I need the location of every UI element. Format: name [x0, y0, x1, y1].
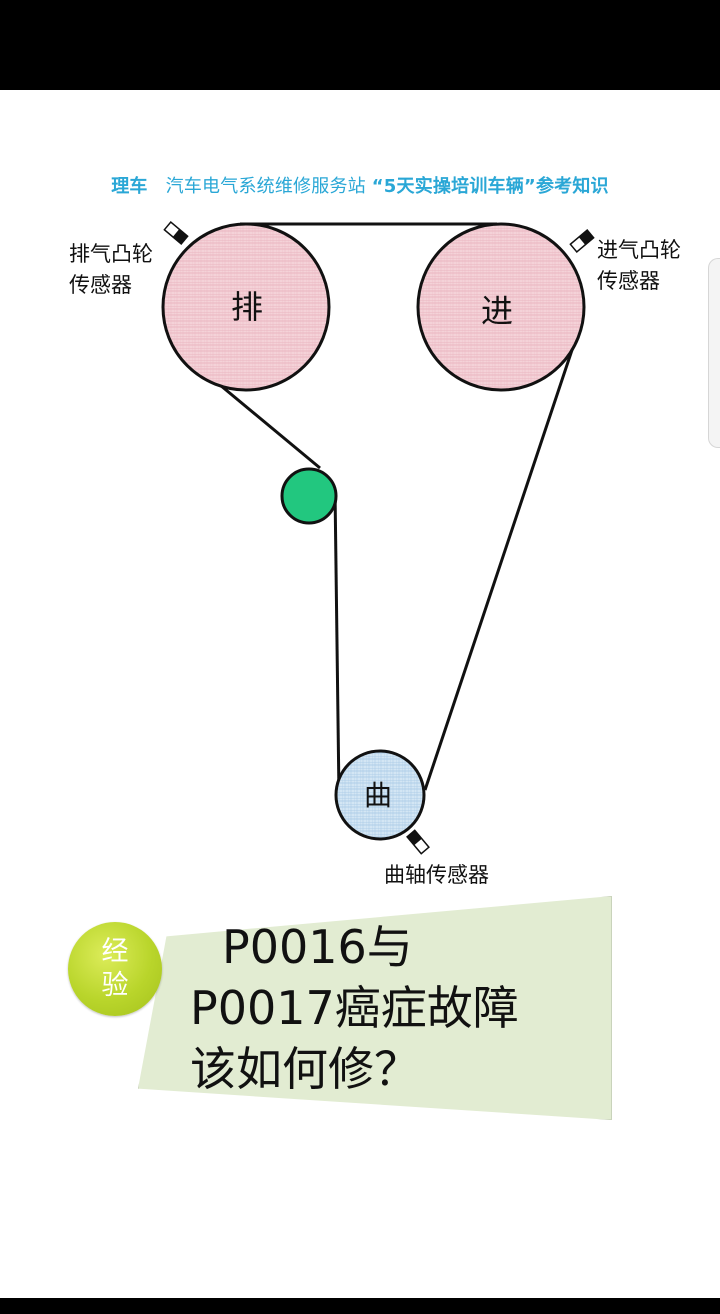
crank-pulley: [334, 749, 426, 841]
crank-sensor-label: 曲轴传感器: [384, 863, 489, 887]
header-subtitle: 汽车电气系统维修服务站: [165, 176, 366, 197]
exhaust-sensor-label-line2: 传感器: [69, 273, 132, 297]
header-brand: 理车: [111, 176, 148, 197]
intake-sensor-label-line2: 传感器: [597, 269, 660, 293]
badge-line1: 经: [101, 936, 129, 967]
timing-belt: [213, 222, 574, 797]
crank-wheel-label: 曲: [363, 779, 392, 812]
exhaust-cam-sensor-icon: [163, 221, 189, 245]
card-title-line2: P0017癌症故障: [190, 981, 519, 1035]
status-bar: [0, 0, 720, 90]
card-title-line3: 该如何修？: [190, 1042, 420, 1096]
diagram-header: 理车汽车电气系统维修服务站 “5天实操培训车辆”参考知识: [0, 172, 720, 198]
belt-idler-to-crank: [333, 489, 341, 797]
exhaust-wheel-label: 排: [230, 288, 263, 326]
exhaust-cam-pulley: [161, 222, 331, 392]
belt-intake-to-crank: [423, 349, 574, 791]
intake-cam-pulley: [416, 222, 586, 392]
card-title-line1: P0016与: [222, 920, 413, 974]
intake-cam-sensor-icon: [569, 229, 595, 253]
exhaust-sensor-label-line1: 排气凸轮: [69, 242, 153, 266]
experience-badge: 经 验: [68, 922, 162, 1016]
idler-pulley: [280, 467, 338, 525]
badge-line2: 验: [101, 970, 129, 1001]
intake-wheel-label: 进: [480, 292, 513, 330]
scroll-handle[interactable]: [708, 258, 720, 448]
header-quote: “5天实操培训车辆”参考知识: [371, 176, 609, 197]
title-card: [138, 896, 612, 1120]
crank-sensor-icon: [406, 829, 430, 855]
navigation-bar: [0, 1298, 720, 1314]
intake-sensor-label-line1: 进气凸轮: [597, 238, 681, 262]
belt-exhaust-to-idler: [213, 378, 321, 470]
